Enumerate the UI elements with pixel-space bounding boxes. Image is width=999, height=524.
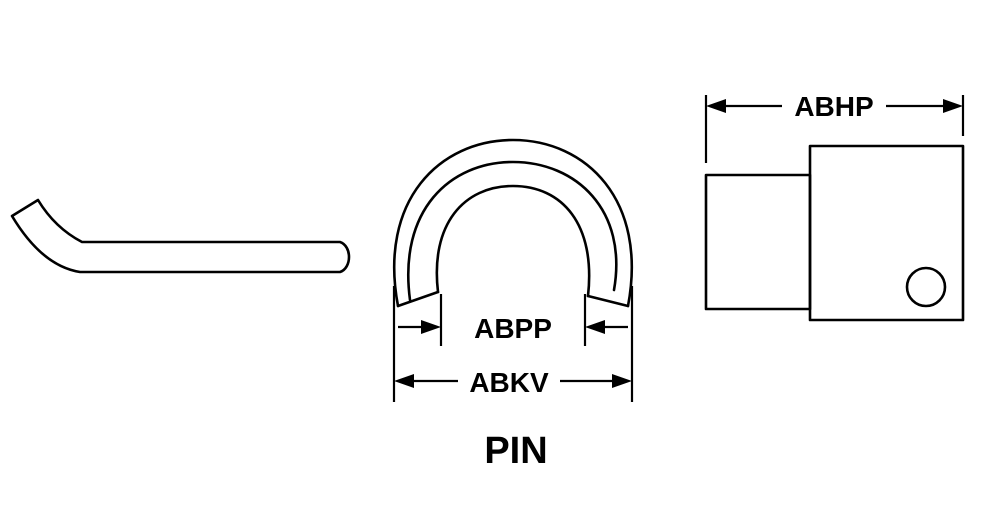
abkv-dimension: ABKV: [392, 286, 634, 402]
cross-hole-circle: [905, 266, 947, 308]
pin-head-rect: [808, 144, 965, 322]
abpp-left-arrow: [421, 320, 441, 334]
horseshoe-right-end: [586, 294, 630, 308]
horseshoe-middle-ring: [407, 160, 618, 302]
horseshoe-inner-wall: [435, 184, 591, 298]
abpp-dimension: ABPP: [398, 294, 628, 346]
abhp-left-arrow: [706, 99, 726, 113]
abhp-dimension: ABHP: [704, 91, 965, 163]
abpp-label: ABPP: [474, 313, 552, 344]
pin-side-outline: [10, 198, 351, 274]
abhp-label: ABHP: [794, 91, 873, 122]
pin-head-view: [704, 144, 965, 322]
horseshoe-outer-wall: [392, 138, 634, 308]
horseshoe-left-end: [396, 290, 440, 308]
abkv-left-arrow: [394, 374, 414, 388]
abkv-label: ABKV: [469, 367, 549, 398]
abhp-right-arrow: [943, 99, 963, 113]
part-title: PIN: [484, 430, 547, 472]
abkv-right-arrow: [612, 374, 632, 388]
abpp-right-arrow: [585, 320, 605, 334]
pin-shank-rect: [704, 173, 812, 311]
pin-side-view: [10, 198, 351, 274]
pin-end-view: [392, 138, 634, 308]
